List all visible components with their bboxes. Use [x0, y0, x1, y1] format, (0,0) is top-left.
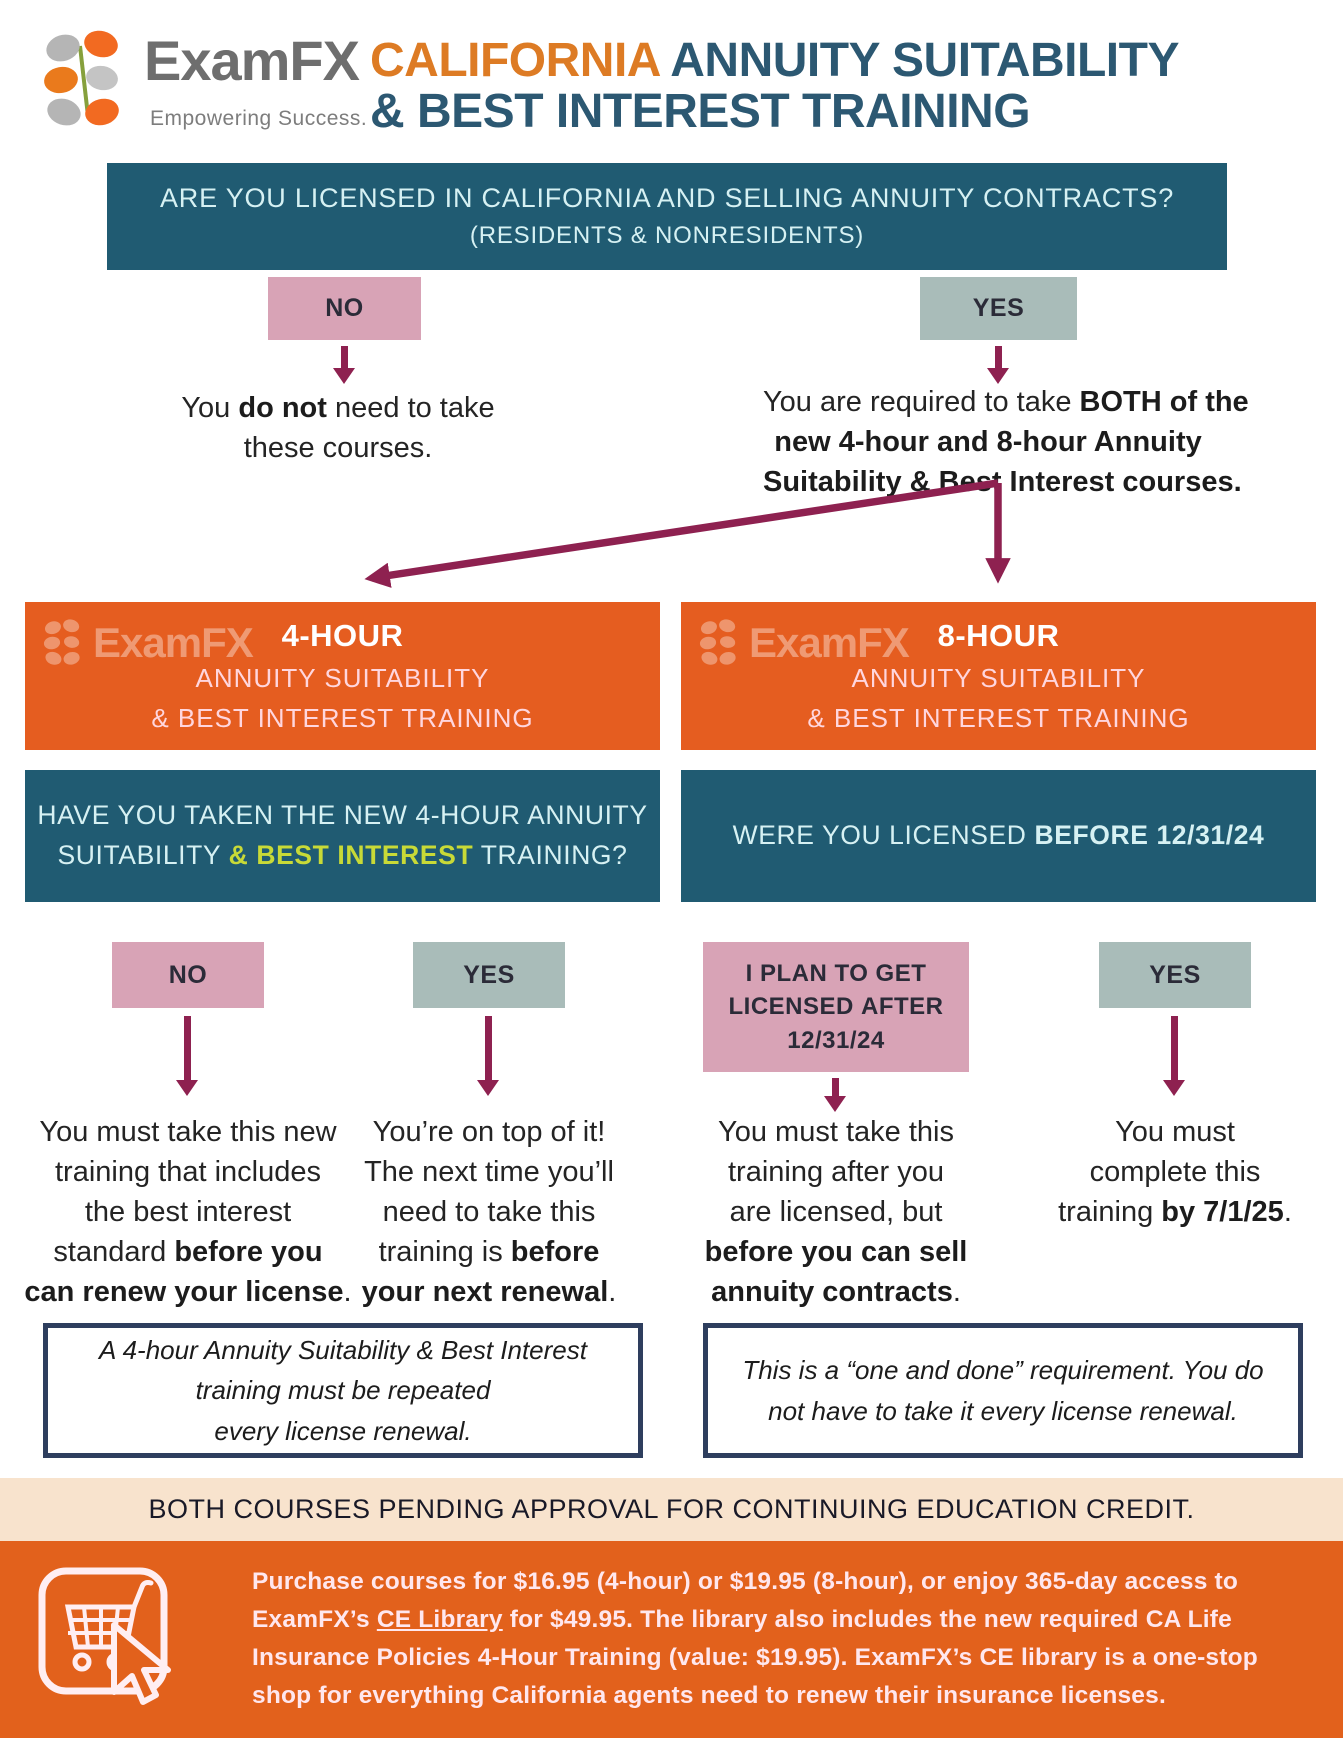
c4-yes-label: YES	[463, 960, 515, 989]
course-8hour-subtitle2: & BEST INTEREST TRAINING	[807, 703, 1190, 733]
brand-name: ExamFX	[144, 29, 360, 92]
arrow-down-icon	[987, 346, 1009, 384]
ce-library-link[interactable]: CE Library	[376, 1605, 503, 1633]
footer-text: Purchase courses for $16.95 (4-hour) or …	[252, 1568, 1258, 1709]
root-no-label: NO	[325, 294, 364, 322]
examfx-watermark: ExamFX	[41, 618, 254, 668]
course-4hour-subtitle1: ANNUITY SUITABILITY	[195, 663, 490, 693]
root-yes-label: YES	[972, 294, 1025, 322]
brand-tagline: Empowering Success.	[150, 107, 368, 130]
course-4hour-header: ExamFX 4-HOUR ANNUITY SUITABILITY & BEST…	[25, 602, 660, 750]
title-highlight: CALIFORNIA	[370, 34, 660, 87]
course-8hour-subtitle1: ANNUITY SUITABILITY	[851, 663, 1146, 693]
arrow-down-icon	[333, 346, 355, 384]
c4-no-label: NO	[168, 960, 208, 989]
pending-approval-banner: BOTH COURSES PENDING APPROVAL FOR CONTIN…	[0, 1478, 1343, 1541]
watermark-brand-name: ExamFX	[93, 619, 254, 666]
title-line1-rest: ANNUITY SUITABILITY	[659, 34, 1179, 87]
c8-yes-label: YES	[1149, 960, 1201, 989]
root-question-banner: ARE YOU LICENSED IN CALIFORNIA AND SELLI…	[107, 163, 1227, 270]
root-question-line1: ARE YOU LICENSED IN CALIFORNIA AND SELLI…	[159, 183, 1175, 213]
examfx-watermark: ExamFX	[697, 618, 910, 668]
footer: Purchase courses for $16.95 (4-hour) or …	[0, 1541, 1343, 1738]
pending-approval-text: BOTH COURSES PENDING APPROVAL FOR CONTIN…	[148, 1494, 1195, 1524]
examfx-petals-icon	[44, 30, 119, 126]
watermark-brand-name: ExamFX	[749, 619, 910, 666]
course-4hour-title: 4-HOUR	[281, 618, 404, 653]
arrow-down-icon	[477, 1016, 499, 1096]
root-question-line2: (RESIDENTS & NONRESIDENTS)	[469, 222, 865, 249]
arrow-down-icon	[824, 1078, 846, 1112]
course-8hour-header: ExamFX 8-HOUR ANNUITY SUITABILITY & BEST…	[681, 602, 1316, 750]
title-line2: & BEST INTEREST TRAINING	[370, 84, 1031, 138]
c4-yes-box: YES	[413, 942, 565, 1008]
c8-yes-box: YES	[1099, 942, 1251, 1008]
examfx-petals-icon	[43, 619, 80, 665]
examfx-petals-icon	[699, 619, 736, 665]
c4-note-box: A 4-hour Annuity Suitability & Best Inte…	[43, 1323, 643, 1458]
course-8hour-title: 8-HOUR	[937, 618, 1060, 653]
c8-note-text: This is a “one and done” requirement. Yo…	[742, 1355, 1264, 1426]
arrow-down-icon	[176, 1016, 198, 1096]
root-no-box: NO	[268, 277, 421, 340]
arrow-down-icon	[1163, 1016, 1185, 1096]
c8-note-box: This is a “one and done” requirement. Yo…	[703, 1323, 1303, 1458]
c4-note-text: A 4-hour Annuity Suitability & Best Inte…	[99, 1335, 587, 1446]
course-4hour-subtitle2: & BEST INTEREST TRAINING	[151, 703, 534, 733]
root-yes-box: YES	[920, 277, 1077, 340]
course-8hour-question: WERE YOU LICENSED BEFORE 12/31/24	[681, 770, 1316, 902]
shopping-cart-cursor-icon	[38, 1567, 171, 1705]
course-8hour-question-text: WERE YOU LICENSED BEFORE 12/31/24	[732, 820, 1265, 851]
examfx-logo: ExamFX Empowering Success.	[38, 28, 367, 132]
c4-no-box: NO	[112, 942, 264, 1008]
page-title: CALIFORNIA ANNUITY SUITABILITY & BEST IN…	[370, 34, 1179, 138]
c4-yes-result: You’re on top of it!The next time you’ll…	[361, 1116, 617, 1309]
